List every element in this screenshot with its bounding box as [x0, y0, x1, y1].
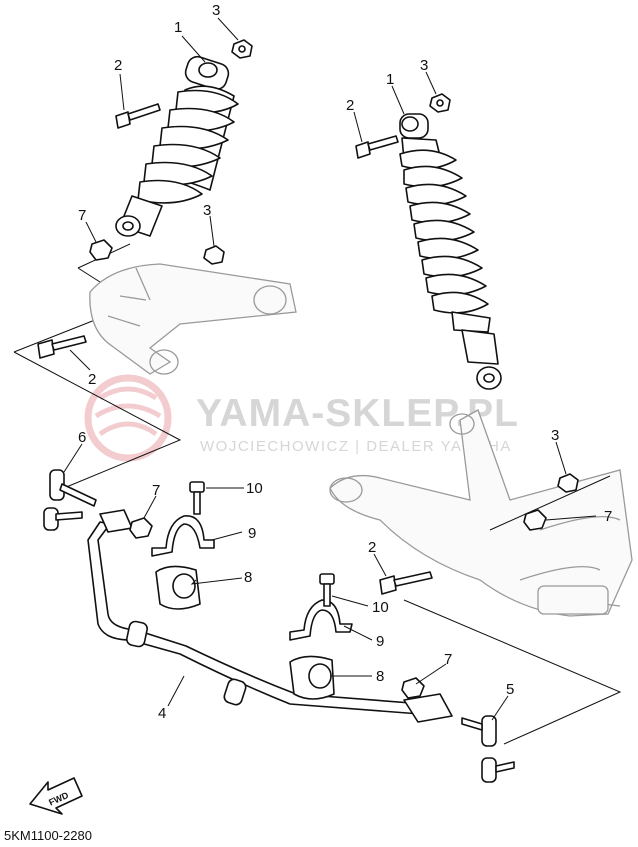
callout-1-right: 1 — [386, 71, 394, 88]
nut-3-right-top-icon — [429, 93, 451, 113]
callout-2-right-top: 2 — [346, 97, 354, 114]
left-a-arm — [89, 263, 297, 375]
callout-3-right-top: 3 — [420, 57, 428, 74]
left-bracket-bolt — [189, 481, 205, 515]
right-bracket — [289, 599, 353, 641]
left-bottom-bolt — [37, 335, 87, 359]
left-bracket — [151, 515, 215, 557]
callout-9-left: 9 — [248, 525, 256, 542]
left-top-bolt — [115, 103, 161, 129]
callout-7-left-shock: 7 — [78, 207, 86, 224]
watermark-logo-icon — [84, 374, 172, 462]
watermark-dealer: WOJCIECHOWICZ | DEALER YAMAHA — [200, 438, 512, 455]
callout-6: 6 — [78, 429, 86, 446]
callout-7-stabilizer-left: 7 — [152, 482, 160, 499]
right-top-bolt — [355, 135, 399, 159]
right-shock-absorber — [399, 113, 502, 390]
callout-10-right: 10 — [372, 599, 389, 616]
left-spring-coils — [137, 89, 239, 204]
callout-8-left: 8 — [244, 569, 252, 586]
callout-7-stabilizer-right: 7 — [444, 651, 452, 668]
callout-10-left: 10 — [246, 480, 263, 497]
nut-3-right-bottom-icon — [557, 473, 579, 493]
leader-lines — [63, 17, 597, 721]
fwd-arrow-icon: FWD — [29, 777, 83, 815]
callout-7-right-shock: 7 — [604, 508, 612, 525]
nut-7-stabilizer-left-icon — [129, 517, 153, 539]
left-bushing — [155, 565, 201, 610]
callout-labels: 1 3 2 7 3 2 1 3 2 3 7 2 6 7 10 9 8 10 9 … — [78, 2, 612, 722]
callout-2-left-top: 2 — [114, 57, 122, 74]
callout-2-left-bottom: 2 — [88, 371, 96, 388]
callout-4: 4 — [158, 705, 166, 722]
callout-3-left-bottom: 3 — [203, 202, 211, 219]
callout-5: 5 — [506, 681, 514, 698]
left-shock-absorber — [115, 55, 239, 237]
right-bracket-bolt — [319, 573, 335, 607]
nut-7-left-shock-icon — [89, 239, 113, 261]
callout-3-left-top: 3 — [212, 2, 220, 19]
callout-8-right: 8 — [376, 668, 384, 685]
right-bushing — [289, 655, 335, 700]
right-stabilizer-joint — [461, 715, 515, 783]
callout-1-left: 1 — [174, 19, 182, 36]
right-spring-coils — [399, 149, 489, 314]
nut-3-left-bottom-icon — [203, 245, 225, 265]
watermark: YAMA-SKLEP.PL WOJCIECHOWICZ | DEALER YAM… — [84, 374, 518, 462]
diagram-code: 5KM1100-2280 — [4, 828, 92, 843]
right-arm-frame — [403, 475, 622, 745]
left-stabilizer-joint — [43, 469, 97, 531]
callout-3-right-bottom: 3 — [551, 427, 559, 444]
callout-9-right: 9 — [376, 633, 384, 650]
nut-7-right-shock-icon — [523, 509, 547, 531]
nut-3-left-top-icon — [231, 39, 253, 59]
callout-2-right-bottom: 2 — [368, 539, 376, 556]
right-bottom-bolt — [379, 571, 433, 595]
right-a-arm — [329, 409, 633, 617]
nut-7-stabilizer-right-icon — [401, 677, 425, 699]
stabilizer-bar — [87, 509, 453, 723]
